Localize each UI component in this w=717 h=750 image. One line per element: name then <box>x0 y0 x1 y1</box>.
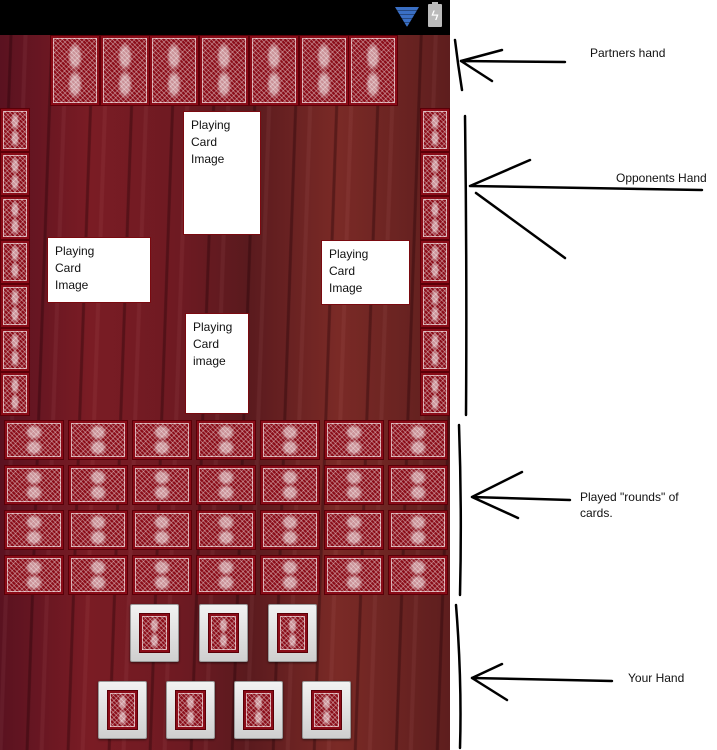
played-card-left: Playing Card Image <box>47 237 151 303</box>
card-back-icon <box>277 613 308 653</box>
played-round-card <box>68 510 128 550</box>
card-back-icon <box>139 613 170 653</box>
played-round-card <box>4 420 64 460</box>
played-round-card <box>196 555 256 595</box>
slot-text: Playing <box>193 320 233 334</box>
right-opponent-card-back <box>420 240 450 284</box>
played-round-card <box>388 465 448 505</box>
phone-screen: ϟ Playing Card Image Playing Card Image … <box>0 0 450 750</box>
played-round-card <box>132 420 192 460</box>
slot-text: Playing <box>329 247 369 261</box>
card-back-icon <box>243 690 274 730</box>
card-back-icon <box>107 690 138 730</box>
left-opponent-card-back <box>0 108 30 152</box>
left-opponent-card-back <box>0 152 30 196</box>
your-hand-card-button[interactable] <box>234 681 283 739</box>
label-played-line2: cards. <box>580 506 613 520</box>
played-round-card <box>388 555 448 595</box>
played-round-card <box>260 555 320 595</box>
right-opponent-card-back <box>420 328 450 372</box>
slot-text: Playing <box>191 118 231 132</box>
your-hand-card-button[interactable] <box>130 604 179 662</box>
slot-text: Card <box>55 261 82 275</box>
card-table: Playing Card Image Playing Card Image Pl… <box>0 35 450 750</box>
card-back-icon <box>311 690 342 730</box>
played-round-card <box>68 465 128 505</box>
opponents-bracket-arrow <box>463 114 704 417</box>
partners-bracket-arrow <box>453 38 567 92</box>
played-round-card <box>196 420 256 460</box>
played-round-card <box>388 510 448 550</box>
battery-charging-icon: ϟ <box>428 2 442 27</box>
card-back-icon <box>175 690 206 730</box>
played-round-card <box>68 555 128 595</box>
played-round-card <box>68 420 128 460</box>
label-opponents-hand: Opponents Hand <box>616 171 707 185</box>
played-round-card <box>260 510 320 550</box>
played-round-card <box>132 510 192 550</box>
played-round-card <box>4 555 64 595</box>
slot-text: Image <box>329 281 363 295</box>
played-card-bottom: Playing Card image <box>185 313 249 414</box>
label-your-hand: Your Hand <box>628 671 685 685</box>
your-hand-card-button[interactable] <box>302 681 351 739</box>
label-played-rounds: Played "rounds" of cards. <box>580 489 679 521</box>
right-opponent-card-back <box>420 372 450 416</box>
your-hand-card-button[interactable] <box>98 681 147 739</box>
partner-card-back <box>50 35 100 106</box>
left-opponent-card-back <box>0 372 30 416</box>
slot-text: Image <box>191 152 225 166</box>
your-hand-bracket-arrow <box>454 603 614 750</box>
right-opponent-card-back <box>420 108 450 152</box>
played-round-card <box>324 555 384 595</box>
status-bar: ϟ <box>0 0 450 35</box>
played-bracket-arrow <box>457 423 572 597</box>
right-opponent-card-back <box>420 152 450 196</box>
left-opponent-card-back <box>0 328 30 372</box>
label-played-line1: Played "rounds" of <box>580 490 679 504</box>
partner-card-back <box>298 35 349 106</box>
your-hand-card-button[interactable] <box>166 681 215 739</box>
slot-text: Card <box>193 337 220 351</box>
right-opponent-card-back <box>420 196 450 240</box>
partner-card-back <box>348 35 399 106</box>
played-round-card <box>132 555 192 595</box>
slot-text: Playing <box>55 244 95 258</box>
your-hand-card-button[interactable] <box>268 604 317 662</box>
left-opponent-card-back <box>0 196 30 240</box>
label-partners-hand: Partners hand <box>590 46 666 60</box>
left-opponent-card-back <box>0 284 30 328</box>
played-round-card <box>4 510 64 550</box>
played-round-card <box>4 465 64 505</box>
played-round-card <box>260 465 320 505</box>
card-back-icon <box>208 613 239 653</box>
played-round-card <box>324 510 384 550</box>
played-round-card <box>196 465 256 505</box>
wifi-icon <box>395 7 419 27</box>
played-round-card <box>196 510 256 550</box>
played-card-top: Playing Card Image <box>183 111 261 235</box>
partner-card-back <box>99 35 150 106</box>
slot-text: Card <box>329 264 356 278</box>
slot-text: Card <box>191 135 218 149</box>
played-round-card <box>260 420 320 460</box>
partner-card-back <box>248 35 299 106</box>
played-round-card <box>324 420 384 460</box>
slot-text: Image <box>55 278 89 292</box>
played-round-card <box>324 465 384 505</box>
played-card-right: Playing Card Image <box>321 240 410 305</box>
right-opponent-card-back <box>420 284 450 328</box>
partner-card-back <box>199 35 250 106</box>
partner-card-back <box>149 35 200 106</box>
played-round-card <box>132 465 192 505</box>
slot-text: image <box>193 354 226 368</box>
left-opponent-card-back <box>0 240 30 284</box>
played-round-card <box>388 420 448 460</box>
your-hand-card-button[interactable] <box>199 604 248 662</box>
